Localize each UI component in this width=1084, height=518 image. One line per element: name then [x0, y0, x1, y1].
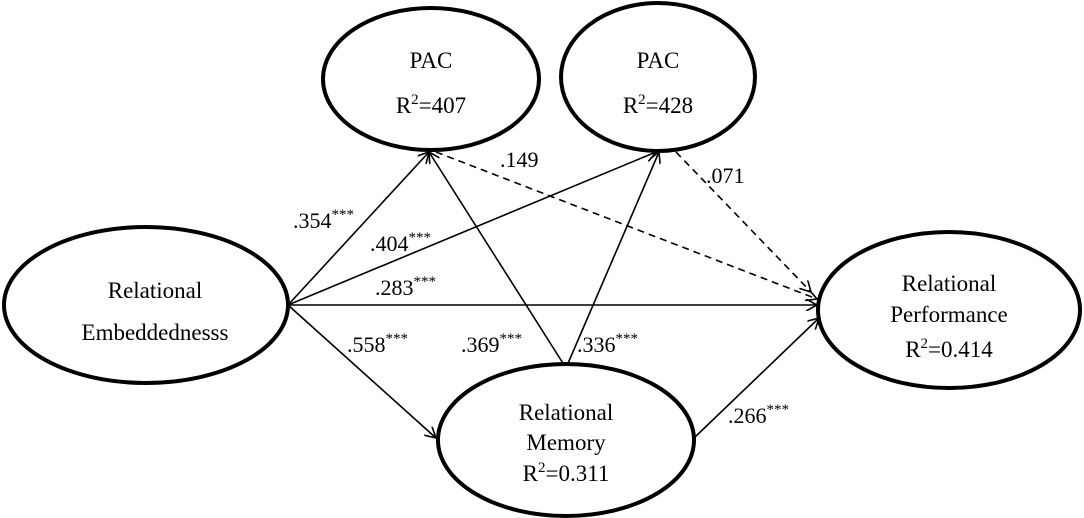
edge-pac2-performance	[675, 151, 811, 292]
node-memory-line1: Relational	[519, 400, 614, 425]
edge-memory-pac1	[429, 152, 567, 369]
node-pac2-label: PAC	[637, 48, 680, 73]
node-pac1-ellipse	[321, 6, 541, 152]
node-performance-line2: Performance	[890, 302, 1008, 327]
edge-label-embeddedness-pac1: .354***	[293, 207, 354, 233]
edge-label-pac1-performance: .149	[500, 147, 539, 172]
node-pac2-ellipse	[559, 1, 757, 153]
node-pac2: PAC R2=428	[559, 1, 757, 153]
node-relational-memory: Relational Memory R2=0.311	[436, 362, 696, 518]
node-pac1-label: PAC	[410, 48, 453, 73]
edge-memory-pac2	[565, 152, 659, 369]
node-embeddedness-line2: Embeddednesss	[82, 320, 229, 345]
node-embeddedness-line1: Relational	[108, 278, 203, 303]
node-relational-performance: Relational Performance R2=0.414	[816, 230, 1082, 390]
node-pac1: PAC R2=407	[321, 6, 541, 152]
node-performance-ellipse	[816, 230, 1082, 390]
edge-embeddedness-pac2	[287, 152, 656, 306]
edge-label-embeddedness-performance: .283***	[375, 274, 436, 300]
node-pac1-r2: R2=407	[396, 92, 466, 118]
edge-embeddedness-memory	[287, 304, 436, 438]
node-performance-line1: Relational	[902, 271, 997, 296]
node-embeddedness-ellipse	[2, 225, 290, 385]
edge-embeddedness-pac1	[287, 152, 429, 306]
node-relational-embeddedness: Relational Embeddednesss	[2, 225, 290, 385]
edge-pac1-performance	[435, 151, 817, 299]
edge-memory-performance	[693, 318, 819, 439]
edge-label-embeddedness-pac2: .404***	[370, 230, 431, 256]
edge-label-embeddedness-memory: .558***	[347, 331, 408, 357]
node-pac2-r2: R2=428	[623, 92, 693, 118]
edge-label-memory-pac2: .336***	[577, 331, 638, 357]
node-memory-line2: Memory	[526, 430, 606, 455]
edge-label-pac2-performance: .071	[706, 163, 745, 188]
node-memory-r2: R2=0.311	[523, 460, 610, 486]
node-performance-r2: R2=0.414	[905, 336, 993, 362]
node-memory-ellipse	[436, 362, 696, 518]
edge-label-memory-performance: .266***	[728, 402, 789, 428]
edge-label-memory-pac1: .369***	[461, 331, 522, 357]
